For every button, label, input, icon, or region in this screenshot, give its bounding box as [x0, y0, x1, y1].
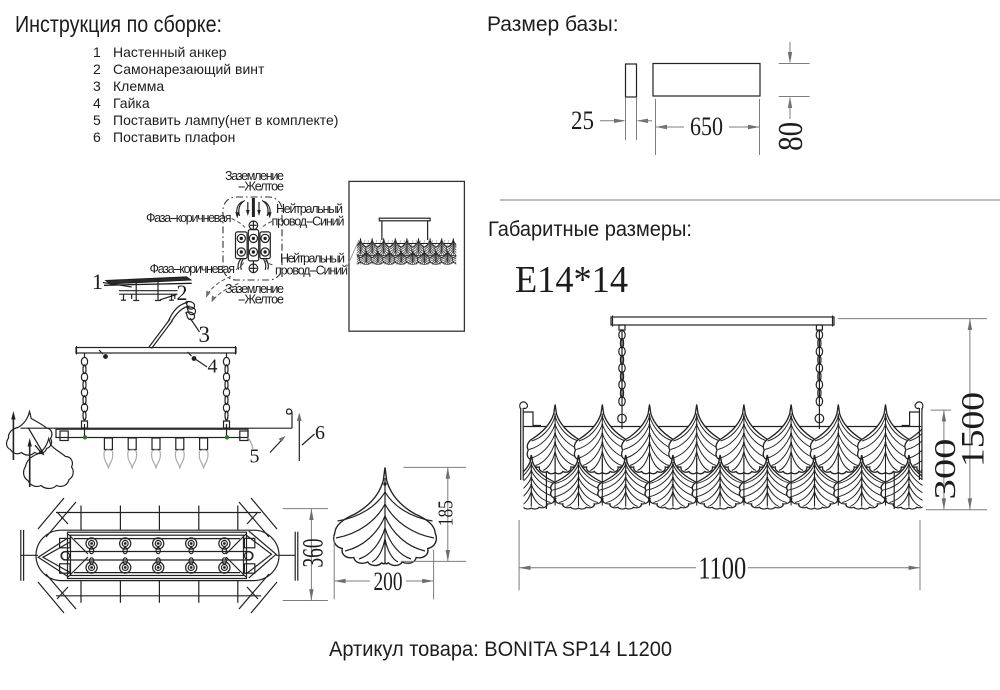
svg-text:провод--Синий: провод--Синий: [275, 264, 348, 278]
svg-text:--Желтое: --Желтое: [238, 293, 284, 307]
svg-text:Самонарезающий винт: Самонарезающий винт: [113, 61, 265, 77]
svg-text:360: 360: [296, 539, 329, 568]
svg-text:Настенный анкер: Настенный анкер: [113, 44, 227, 60]
svg-text:Поставить лампу(нет в комплект: Поставить лампу(нет в комплекте): [113, 112, 338, 128]
svg-text:5: 5: [93, 112, 101, 128]
svg-text:1: 1: [93, 44, 101, 60]
svg-text:1: 1: [92, 269, 103, 294]
svg-text:4: 4: [93, 95, 101, 111]
svg-text:2: 2: [177, 280, 188, 305]
svg-text:1100: 1100: [698, 550, 746, 586]
svg-text:Клемма: Клемма: [113, 78, 164, 94]
svg-text:650: 650: [690, 112, 723, 141]
svg-text:Артикул товара: BONITA SP14 L1: Артикул товара: BONITA SP14 L1200: [329, 638, 672, 661]
svg-text:Нейтральный: Нейтральный: [280, 252, 345, 266]
svg-text:Заземление: Заземление: [225, 282, 284, 296]
svg-text:Фаза--коричневая: Фаза--коричневая: [146, 211, 232, 225]
svg-text:Заземление: Заземление: [225, 169, 284, 183]
svg-text:25: 25: [571, 106, 594, 135]
svg-text:200: 200: [374, 567, 403, 596]
svg-text:6: 6: [93, 129, 101, 145]
svg-text:4: 4: [208, 356, 218, 378]
svg-text:Габаритные размеры:: Габаритные размеры:: [488, 218, 692, 241]
svg-text:6: 6: [315, 422, 325, 444]
svg-text:5: 5: [250, 446, 260, 468]
svg-text:провод--Синий: провод--Синий: [272, 215, 345, 229]
svg-text:Фаза--коричневая: Фаза--коричневая: [150, 262, 236, 276]
svg-text:80: 80: [771, 122, 810, 151]
svg-text:2: 2: [93, 61, 101, 77]
svg-text:1500: 1500: [955, 392, 991, 467]
svg-text:3: 3: [93, 78, 101, 94]
svg-text:300: 300: [927, 439, 962, 500]
svg-text:--Желтое: --Желтое: [238, 180, 284, 194]
svg-text:E14*14: E14*14: [515, 259, 628, 301]
svg-text:Размер базы:: Размер базы:: [487, 13, 619, 36]
svg-text:3: 3: [199, 322, 211, 347]
svg-text:Поставить плафон: Поставить плафон: [113, 129, 235, 145]
svg-text:185: 185: [433, 500, 457, 526]
svg-text:Инструкция по сборке:: Инструкция по сборке:: [15, 11, 222, 37]
svg-text:Гайка: Гайка: [113, 95, 150, 111]
svg-text:Нейтральный: Нейтральный: [276, 202, 343, 216]
